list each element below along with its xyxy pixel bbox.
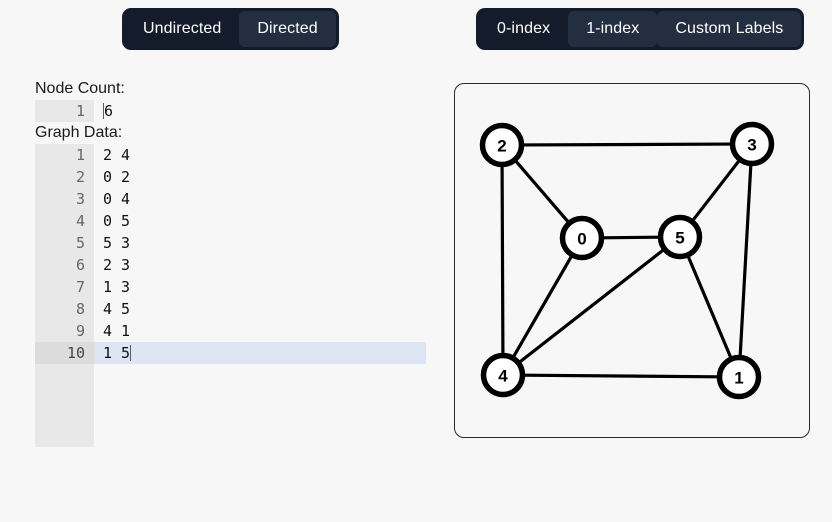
graph-edge [521, 373, 721, 379]
line-number: 5 [35, 232, 94, 254]
graph-node-circle[interactable] [716, 354, 762, 400]
graph-edge [520, 142, 734, 147]
index-toggle-group[interactable]: 0-index 1-index Custom Labels [476, 8, 805, 50]
line-number: 3 [35, 188, 94, 210]
line-text: 5 3 [103, 234, 131, 252]
graph-node-label: 0 [577, 230, 586, 249]
line-text: 6 [104, 102, 114, 120]
graph-canvas-panel[interactable]: 0 1 2 3 4 5 [454, 83, 810, 438]
line-text: 0 5 [103, 212, 131, 230]
graph-node[interactable]: 5 [657, 214, 703, 260]
index-toggle-custom-labels[interactable]: Custom Labels [657, 11, 802, 47]
node-layer: 0 1 2 3 4 5 [479, 121, 775, 400]
editor-pane: Node Count: 1 6 Graph Data: 1 2 4 2 0 2 3 0 4… [0, 78, 430, 522]
code-line[interactable]: 8 4 5 [0, 298, 430, 320]
graph-data-label: Graph Data: [35, 124, 123, 141]
line-content[interactable]: 4 5 [94, 298, 430, 320]
line-content[interactable]: 2 3 [94, 254, 430, 276]
graph-edge [600, 235, 662, 240]
graph-edge [500, 163, 505, 357]
code-line[interactable]: 3 0 4 [0, 188, 430, 210]
graph-visualization[interactable]: 0 1 2 3 4 5 [455, 84, 809, 437]
graph-edge [511, 253, 574, 360]
editor-gutter-filler [35, 364, 94, 447]
text-caret [103, 103, 104, 119]
graph-node-label: 5 [675, 229, 684, 248]
line-text: 4 1 [103, 322, 131, 340]
line-content[interactable]: 5 3 [94, 232, 430, 254]
graph-node[interactable]: 0 [559, 215, 605, 261]
line-text: 2 4 [103, 146, 131, 164]
line-number: 2 [35, 166, 94, 188]
node-count-label: Node Count: [35, 80, 125, 97]
graph-node[interactable]: 3 [729, 121, 775, 167]
line-number: 4 [35, 210, 94, 232]
line-content[interactable]: 4 1 [94, 320, 430, 342]
line-number: 7 [35, 276, 94, 298]
graph-edge [513, 158, 571, 225]
line-number: 1 [35, 100, 94, 122]
code-line[interactable]: 5 5 3 [0, 232, 430, 254]
graph-edge [690, 158, 742, 223]
line-content[interactable]: 1 3 [94, 276, 430, 298]
line-content[interactable]: 0 2 [94, 166, 430, 188]
graph-node[interactable]: 2 [479, 122, 525, 168]
index-toggle-0-index[interactable]: 0-index [479, 11, 568, 47]
code-line[interactable]: 6 2 3 [0, 254, 430, 276]
graph-node-label: 3 [747, 136, 756, 155]
line-content[interactable]: 1 5 [94, 342, 426, 364]
line-number: 1 [35, 144, 94, 166]
text-caret [130, 345, 132, 361]
line-content[interactable]: 0 5 [94, 210, 430, 232]
line-content[interactable]: 2 4 [94, 144, 430, 166]
code-line[interactable]: 7 1 3 [0, 276, 430, 298]
graph-edge [686, 253, 733, 361]
graph-node-label: 4 [498, 367, 508, 386]
code-line[interactable]: 2 0 2 [0, 166, 430, 188]
line-text: 2 3 [103, 256, 131, 274]
code-line[interactable]: 10 1 5 [0, 342, 430, 364]
node-count-input[interactable]: 1 6 [0, 100, 430, 122]
code-line[interactable]: 1 2 4 [0, 144, 430, 166]
graph-node-circle[interactable] [559, 215, 605, 261]
graph-node-circle[interactable] [479, 122, 525, 168]
code-line[interactable]: 4 0 5 [0, 210, 430, 232]
line-text: 1 3 [103, 278, 131, 296]
line-text: 1 5 [103, 344, 131, 362]
line-number: 10 [35, 342, 94, 364]
graph-data-input[interactable]: 1 2 4 2 0 2 3 0 4 4 0 5 5 5 3 6 2 3 7 1 3 8 4 5 9 4 1 10 1 … [0, 144, 430, 364]
graph-node-circle[interactable] [657, 214, 703, 260]
graph-node-circle[interactable] [480, 352, 526, 398]
line-number: 9 [35, 320, 94, 342]
graph-node[interactable]: 1 [716, 354, 762, 400]
line-text: 0 4 [103, 190, 131, 208]
graph-node[interactable]: 4 [480, 352, 526, 398]
graph-edge [517, 247, 666, 365]
line-number: 8 [35, 298, 94, 320]
line-content[interactable]: 0 4 [94, 188, 430, 210]
code-line[interactable]: 1 6 [0, 100, 430, 122]
code-line[interactable]: 9 4 1 [0, 320, 430, 342]
line-content[interactable]: 6 [94, 100, 430, 122]
line-number: 6 [35, 254, 94, 276]
edge-layer [500, 142, 753, 379]
line-text: 0 2 [103, 168, 131, 186]
mode-toggle-group[interactable]: Undirected Directed [122, 8, 339, 50]
graph-node-label: 1 [734, 369, 743, 388]
mode-toggle-directed[interactable]: Directed [239, 11, 336, 47]
index-toggle-1-index[interactable]: 1-index [568, 11, 658, 47]
graph-node-circle[interactable] [729, 121, 775, 167]
line-text: 4 5 [103, 300, 131, 318]
mode-toggle-undirected[interactable]: Undirected [125, 11, 239, 47]
graph-node-label: 2 [497, 137, 506, 156]
graph-edge [738, 162, 753, 359]
